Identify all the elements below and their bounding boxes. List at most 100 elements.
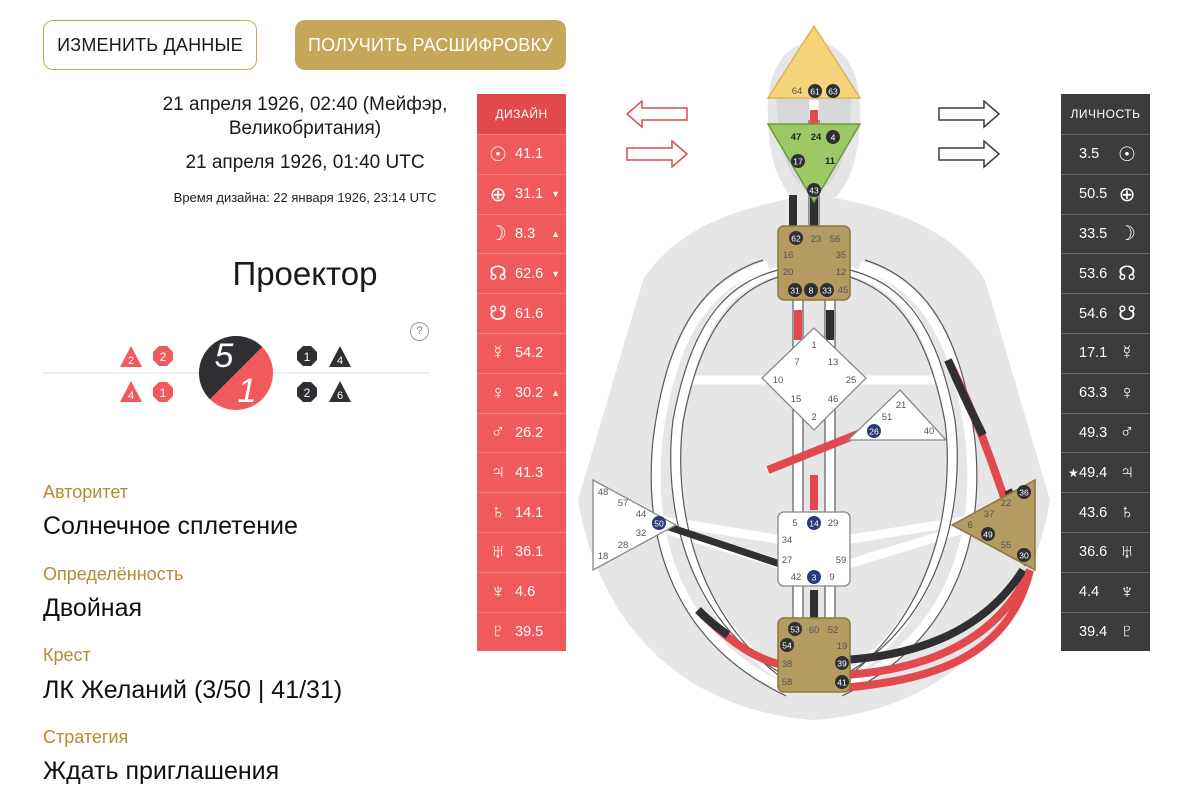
planet-gate-value: 62.6 <box>515 265 544 282</box>
gate-43: 43 <box>809 186 819 196</box>
design-planet-row[interactable]: ⊕31.1▼ <box>477 173 566 214</box>
gate-30: 30 <box>1019 551 1029 561</box>
gate-8: 8 <box>809 286 814 296</box>
personality-planet-row[interactable]: 43.6♄ <box>1061 492 1150 532</box>
design-planet-row[interactable]: ♇39.5 <box>477 611 566 652</box>
help-icon[interactable]: ? <box>410 322 429 341</box>
design-planet-row[interactable]: ☽8.3▲ <box>477 213 566 254</box>
gate-64: 64 <box>792 86 803 97</box>
gate-55: 55 <box>1001 540 1012 551</box>
gate-18: 18 <box>598 551 609 562</box>
design-planet-row[interactable]: ♃ 41.3 <box>477 452 566 492</box>
gate-3: 3 <box>812 573 817 583</box>
gate-22: 22 <box>1001 498 1012 509</box>
profile-design-badges: 2 2 4 1 <box>120 346 173 402</box>
design-planet-row[interactable]: ♂26.2 <box>477 412 566 453</box>
gate-31: 31 <box>790 286 800 296</box>
gate-63: 63 <box>828 87 838 97</box>
personality-planet-row[interactable]: 36.6♅ <box>1061 531 1150 572</box>
design-planet-row[interactable]: ☉41.1 <box>477 134 566 174</box>
gate-60: 60 <box>809 625 820 636</box>
definition-label: Определённость <box>43 564 184 584</box>
personality-planet-row[interactable]: 33.5☽ <box>1061 213 1150 254</box>
planet-symbol-icon: ♃ <box>490 461 506 484</box>
design-planet-row[interactable]: ♀30.2▲ <box>477 372 566 413</box>
personality-arrow-right-2-icon <box>938 139 1001 169</box>
planet-symbol-icon: ☊ <box>1118 263 1136 286</box>
planet-symbol-icon: ♃ <box>1119 461 1135 484</box>
planet-symbol-icon: ☋ <box>489 303 507 326</box>
gate-36: 36 <box>1019 488 1029 498</box>
profile-top-number: 5 <box>215 337 234 375</box>
personality-planet-row[interactable]: 63.3♀ <box>1061 372 1150 413</box>
gate-15: 15 <box>791 394 802 405</box>
personality-badge-4: 6 <box>337 390 343 402</box>
design-planet-row[interactable]: ☊62.6▼ <box>477 253 566 293</box>
design-planet-row[interactable]: ☋61.6 <box>477 293 566 333</box>
cross-label: Крест <box>43 645 91 665</box>
gate-24: 24 <box>811 132 822 143</box>
gate-11: 11 <box>825 156 836 167</box>
design-planet-row[interactable]: ☿54.2 <box>477 332 566 373</box>
design-planet-row[interactable]: ♅ 36.1 <box>477 531 566 572</box>
personality-planet-row[interactable]: 39.4♇ <box>1061 611 1150 652</box>
personality-column-title: ЛИЧНОСТЬ <box>1070 107 1141 121</box>
planet-symbol-icon: ♀ <box>490 381 506 404</box>
gate-59: 59 <box>836 555 847 566</box>
defined-channels <box>661 110 1034 692</box>
personality-planet-row[interactable]: 50.5⊕ <box>1061 173 1150 214</box>
gate-48: 48 <box>598 487 609 498</box>
design-badge-4: 1 <box>160 386 167 400</box>
gate-46: 46 <box>828 394 839 405</box>
solar-plexus-center <box>950 478 1036 572</box>
planet-symbol-icon: ♄ <box>1119 501 1135 524</box>
design-arrow-left-icon <box>626 100 688 129</box>
planet-gate-value: 30.2 <box>515 385 544 402</box>
planet-gate-value: 41.1 <box>515 146 544 163</box>
gate-17: 17 <box>793 157 803 167</box>
gate-6: 6 <box>967 520 972 531</box>
personality-planet-row[interactable]: 53.6☊ <box>1061 253 1150 293</box>
planet-symbol-icon: ☿ <box>1119 341 1135 364</box>
personality-planet-row[interactable]: 49.4♃★ <box>1061 452 1150 492</box>
edit-data-button[interactable]: ИЗМЕНИТЬ ДАННЫЕ <box>43 20 257 70</box>
get-decoding-button[interactable]: ПОЛУЧИТЬ РАСШИФРОВКУ <box>295 20 566 70</box>
design-planet-row[interactable]: ♄14.1 <box>477 492 566 532</box>
personality-planet-row[interactable]: 3.5☉ <box>1061 134 1150 174</box>
personality-planet-row[interactable]: 4.4♆ <box>1061 571 1150 612</box>
planet-symbol-icon: ♀ <box>1119 381 1135 404</box>
planet-gate-value: 49.4 <box>1079 464 1108 481</box>
personality-badge-1: 1 <box>304 350 311 364</box>
sacral-center <box>777 511 851 587</box>
planet-gate-value: 49.3 <box>1079 424 1108 441</box>
design-arrows <box>626 100 689 169</box>
planet-gate-value: 39.4 <box>1079 623 1108 640</box>
design-badge-3: 4 <box>128 390 134 402</box>
bodygraph: 64 61 63 47 24 4 17 11 43 62 23 56 16 35… <box>578 24 1050 720</box>
design-time: Время дизайна: 22 января 1926, 23:14 UTC <box>173 190 437 205</box>
planet-symbol-icon: ☉ <box>1118 143 1136 166</box>
design-planet-row[interactable]: ♆4.6 <box>477 571 566 612</box>
personality-planet-row[interactable]: 17.1☿ <box>1061 332 1150 373</box>
gate-35: 35 <box>836 250 847 261</box>
gate-10: 10 <box>773 375 784 386</box>
gate-50: 50 <box>654 519 664 529</box>
planet-symbol-icon: ♄ <box>490 501 506 524</box>
planet-gate-value: 41.3 <box>515 464 544 481</box>
gate-52: 52 <box>828 625 839 636</box>
planet-gate-value: 54.2 <box>515 345 544 362</box>
definition-value: Двойная <box>43 594 143 622</box>
authority-value: Солнечное сплетение <box>43 512 298 540</box>
planet-symbol-icon: ♅ <box>490 540 506 563</box>
planet-gate-value: 4.6 <box>515 584 536 601</box>
personality-planet-row[interactable]: 54.6☋ <box>1061 293 1150 333</box>
profile-personality-badges: 1 4 2 6 <box>297 346 351 402</box>
gate-1: 1 <box>811 340 816 351</box>
gate-49: 49 <box>983 530 993 540</box>
ajna-center <box>766 123 862 204</box>
strategy-value: Ждать приглашения <box>43 757 280 785</box>
planet-gate-value: 36.1 <box>515 544 544 561</box>
g-center <box>761 327 867 431</box>
birth-utc-datetime: 21 апреля 1926, 01:40 UTC <box>185 152 425 173</box>
personality-planet-row[interactable]: 49.3♂ <box>1061 412 1150 453</box>
